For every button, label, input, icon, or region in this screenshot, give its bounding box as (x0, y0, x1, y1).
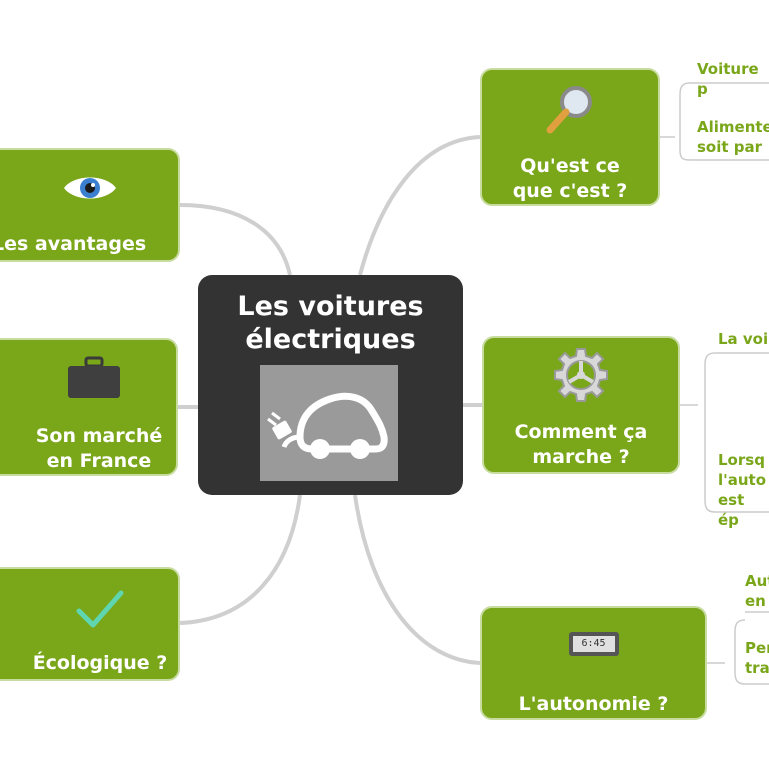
central-topic[interactable]: Les voitures électriques (198, 275, 463, 495)
branch-avantages[interactable]: Les avantages (0, 148, 180, 262)
branch-ecologique-label: Écologique ? (32, 652, 168, 674)
gear-icon (484, 346, 678, 404)
branch-autonomie[interactable]: 6:45 L'autonomie ? (480, 606, 707, 720)
leaf-bracket-quest (660, 82, 769, 161)
connector-quest (358, 135, 481, 276)
leaf-autonomie-1[interactable]: Aut en (745, 572, 769, 610)
connector-ecologique (179, 494, 302, 625)
branch-ecologique[interactable]: Écologique ? (0, 567, 180, 681)
branch-autonomie-label: L'autonomie ? (518, 693, 669, 715)
connector-autonomie (353, 494, 481, 665)
electric-car-plug-icon (260, 365, 398, 481)
branch-avantages-label: Les avantages (0, 233, 147, 255)
branch-quest[interactable]: Qu'est ce que c'est ? (480, 68, 660, 206)
magnifying-glass-icon (482, 84, 658, 136)
leaf-autonomie-2[interactable]: Per tra (745, 639, 769, 677)
branch-marche-france[interactable]: Son marché en France (0, 338, 178, 476)
eye-icon (0, 170, 178, 206)
connector-avantages (179, 203, 292, 276)
leaf-comment-1[interactable]: La voi (718, 330, 769, 348)
branch-comment[interactable]: Comment ça marche ? (482, 336, 680, 474)
branch-comment-label: Comment ça marche ? (514, 421, 648, 468)
leaf-bracket-comment (680, 352, 769, 513)
leaf-quest-1[interactable]: Voiture p (697, 60, 759, 98)
branch-quest-label: Qu'est ce que c'est ? (512, 155, 628, 202)
checkmark-icon (0, 587, 178, 631)
leaf-comment-2[interactable]: Lorsq l'auto est ép (718, 451, 767, 529)
leaf-quest-2[interactable]: Alimente soit par (697, 118, 769, 156)
leaf-bracket-autonomie (707, 611, 769, 685)
central-title: Les voitures électriques (237, 291, 424, 355)
branch-marche-france-label: Son marché en France (35, 425, 163, 472)
digital-clock-icon: 6:45 (482, 632, 705, 656)
briefcase-icon (0, 354, 176, 402)
clock-display: 6:45 (572, 636, 615, 652)
